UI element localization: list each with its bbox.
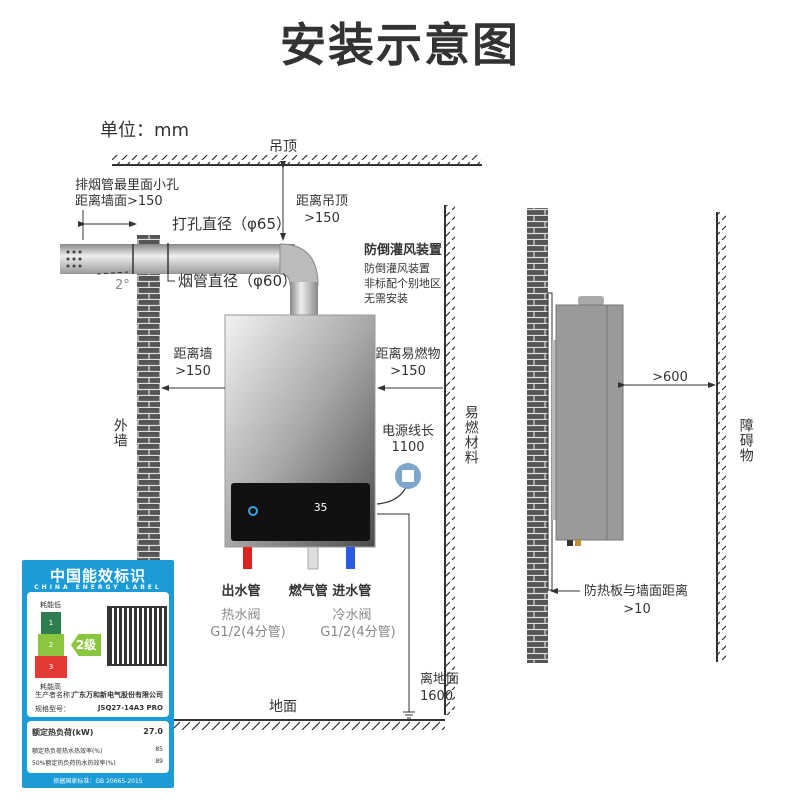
grade-1: 1: [41, 612, 61, 634]
gas-inlet-pipe-label: 燃气管 进水管: [288, 584, 372, 599]
pipe-diameter-label: 烟管直径（φ60）: [178, 272, 297, 290]
standard-label: 依据国家标准：GB 20665-2015: [53, 778, 143, 785]
flammable-material-label: 易燃材料: [462, 405, 479, 465]
flue-hole-line2: 距离墙面>150: [75, 194, 163, 209]
outlet-pipe-label: 出水管: [221, 584, 261, 599]
hole-diameter-label: 打孔直径（φ65）: [172, 215, 291, 233]
clearance-label: >600: [652, 370, 688, 385]
slope-label: 2°: [115, 278, 130, 293]
obstacle-wall: [716, 212, 726, 662]
ceiling-distance-line1: 距离吊顶: [295, 194, 349, 209]
current-grade-badge: 2级: [71, 634, 101, 656]
water-heater-front: 35: [224, 314, 376, 570]
anti-backdraft-line: 防倒灌风装置: [364, 262, 430, 275]
flammable-distance-line1: 距离易燃物: [375, 347, 441, 362]
wall-distance-line2: >150: [175, 364, 211, 379]
hot-valve-label: 热水阀: [221, 608, 261, 623]
ceiling: [112, 155, 482, 166]
floor-height-line2: 1600: [420, 689, 454, 704]
energy-label: 中国能效标识 CHINA ENERGY LABEL 耗能低 1 2 3 耗能高 …: [22, 560, 174, 788]
grade-2: 2: [38, 634, 64, 656]
flue-hole-line1: 排烟管最里面小孔: [75, 178, 180, 193]
outlet-size-label: G1/2(4分管): [210, 625, 286, 640]
cold-valve-label: 冷水阀: [332, 608, 372, 623]
efficiency1-label: 额定热负荷热水热效率(%): [32, 748, 103, 755]
wall-distance-line1: 距离墙: [173, 347, 213, 362]
ceiling-distance-line2: >150: [304, 211, 340, 226]
floor: [150, 719, 445, 730]
flammable-wall: [444, 205, 455, 715]
anti-backdraft-line: 非标配个别地区: [364, 277, 441, 290]
page-title: 安装示意图: [280, 18, 520, 72]
energy-label-title: 中国能效标识: [49, 567, 146, 585]
rated-load-label: 额定热负荷(kW): [32, 728, 94, 737]
obstacle-label: 障碍物: [737, 418, 754, 463]
ceiling-label: 吊顶: [269, 139, 297, 155]
qr-code: [107, 606, 167, 666]
model-value: JSQ27-14A3 PRO: [97, 704, 163, 712]
rated-load-value: 27.0: [143, 727, 163, 736]
anti-backdraft-line: 无需安装: [364, 292, 408, 305]
inlet-size-label: G1/2(4分管): [320, 625, 396, 640]
heat-shield-line1: 防热板与墙面距离: [584, 584, 689, 599]
floor-height-line1: 离地面: [420, 672, 460, 687]
heat-shield-line2: >10: [623, 602, 651, 617]
outer-wall-label: 外墙: [111, 418, 128, 448]
display-temp: 35: [314, 501, 327, 514]
efficiency2-value: 89: [155, 758, 163, 765]
grade-3: 3: [35, 656, 67, 678]
water-heater-side: [547, 292, 624, 591]
power-cord-line1: 电源线长: [381, 424, 435, 439]
low-consumption-label: 耗能低: [40, 601, 61, 609]
flammable-distance-line2: >150: [390, 364, 426, 379]
model-label: 规格型号：: [35, 705, 70, 713]
flue-pipe: [60, 243, 319, 316]
power-cord-line2: 1100: [391, 440, 425, 455]
efficiency2-label: 50%额定热负荷热水热效率(%): [32, 760, 116, 767]
manufacturer-value: 广东万和新电气股份有限公司: [72, 691, 163, 699]
efficiency1-value: 85: [155, 746, 163, 753]
energy-label-title-en: CHINA ENERGY LABEL: [34, 584, 162, 591]
anti-backdraft-title: 防倒灌风装置: [364, 243, 443, 258]
unit-label: 单位：mm: [100, 120, 190, 141]
side-wall: [527, 208, 548, 663]
manufacturer-label: 生产者名称：: [35, 691, 77, 699]
high-consumption-label: 耗能高: [40, 683, 61, 691]
floor-label: 地面: [269, 699, 297, 715]
